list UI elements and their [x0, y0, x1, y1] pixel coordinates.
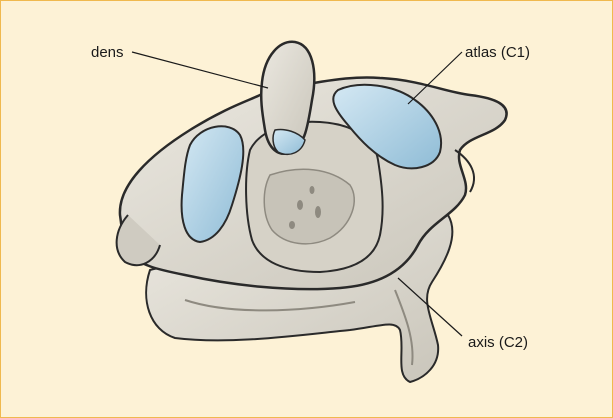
dens-label: dens [91, 44, 124, 61]
dens-leader-line [132, 52, 268, 88]
atlas-label: atlas (C1) [465, 44, 530, 61]
axis-label: axis (C2) [468, 334, 528, 351]
